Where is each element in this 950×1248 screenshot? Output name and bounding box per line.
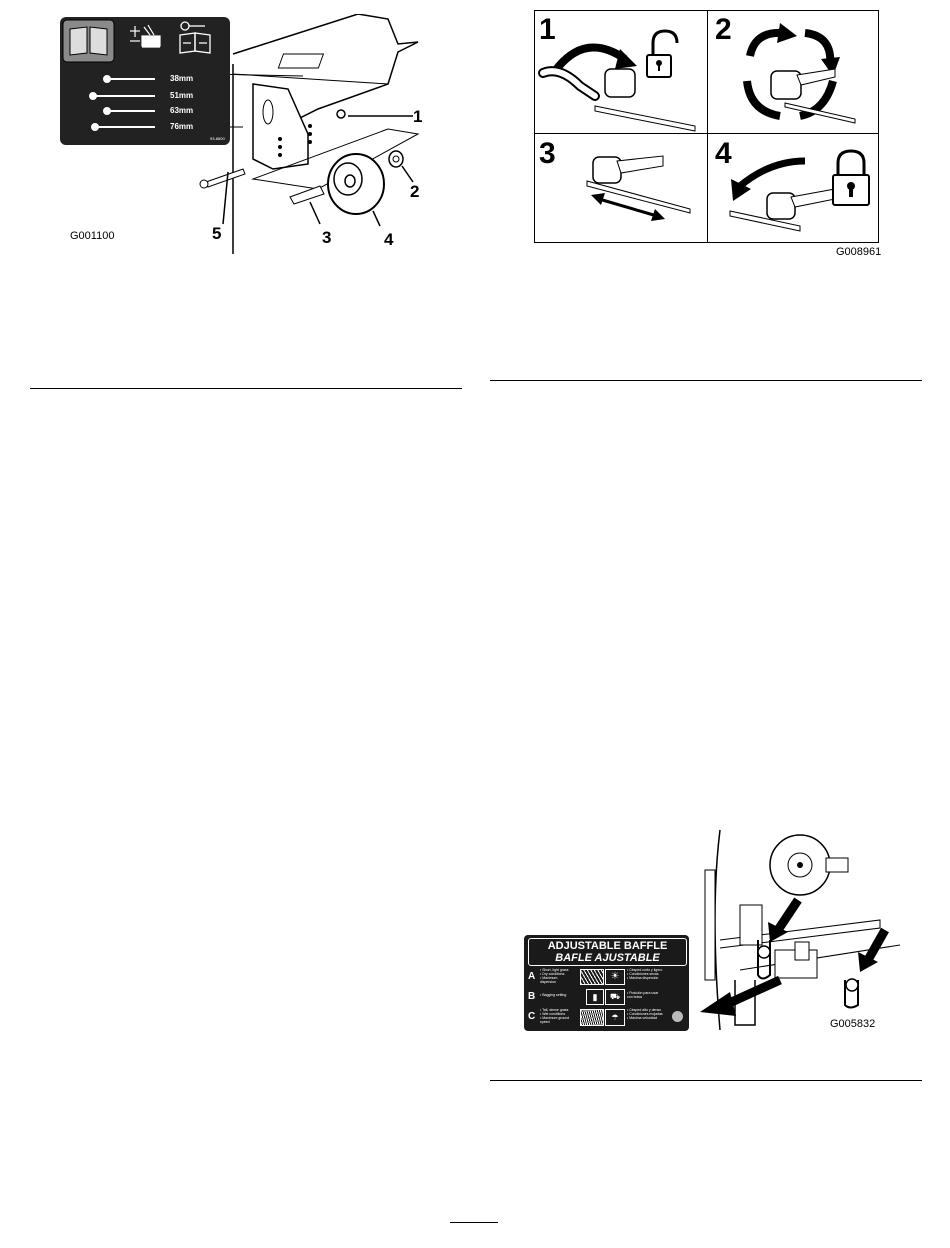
manual-book-icon xyxy=(69,26,108,56)
decal-row-a: A • Short, light grass • Dry conditions … xyxy=(528,968,685,986)
row-c-letter: C xyxy=(528,1011,536,1022)
decal-part-number: 93-8800 xyxy=(210,136,225,141)
row-c-rain-icon: ☂ xyxy=(605,1009,625,1026)
row-c-en-3: • Maximum ground xyxy=(540,1016,570,1020)
figure2-id: G008961 xyxy=(836,246,882,258)
baffle-mechanism xyxy=(680,829,901,1031)
row-c-es-3: • Máxima velocidad xyxy=(627,1016,658,1020)
cutting-height-decal: 38mm 51mm 63mm 76mm 93-8800 xyxy=(60,17,230,145)
lever-steps-drawing xyxy=(538,23,870,232)
page-number-rule xyxy=(450,1222,498,1223)
decal-row-b: B • Bagging setting ▮ ⛟ • Posición para … xyxy=(528,988,685,1006)
lever-rotate-icon xyxy=(538,43,696,132)
unlock-icon xyxy=(646,29,679,78)
decal-subtitle: BAFLE AJUSTABLE xyxy=(555,952,660,964)
row-b-es-1: • Posición para usar xyxy=(627,991,659,995)
row-b-bag-icon: ▮ xyxy=(586,989,604,1005)
row-a-es-1: • Césped corto y ligero xyxy=(627,968,663,972)
figure-caster-wheel xyxy=(58,13,458,259)
callout-2: 2 xyxy=(410,182,420,201)
row-a-grass-icon xyxy=(580,969,604,985)
callout-1: 1 xyxy=(413,107,423,126)
height-76: 76mm xyxy=(170,122,194,131)
decal-seal-icon xyxy=(672,1011,683,1022)
row-c-en-2: • Wet conditions xyxy=(540,1012,566,1016)
row-a-sun-icon: ☀ xyxy=(605,969,625,985)
divider-right-2 xyxy=(490,1080,922,1081)
row-a-en-3: • Maximum xyxy=(540,976,558,980)
lever-lock-rotate-icon xyxy=(729,157,836,232)
callout-5: 5 xyxy=(212,224,222,243)
row-b-mower-icon: ⛟ xyxy=(605,989,625,1005)
row-a-en-1: • Short, light grass xyxy=(540,968,569,972)
row-a-es-2: • Condiciones secas xyxy=(627,972,659,976)
divider-right-1 xyxy=(490,380,922,381)
callout-4: 4 xyxy=(384,230,394,249)
height-63: 63mm xyxy=(170,106,194,115)
row-b-es-2: con bolsa xyxy=(627,995,642,999)
decal-background xyxy=(60,17,230,145)
row-c-en-1: • Tall, dense grass xyxy=(540,1008,569,1012)
height-51: 51mm xyxy=(170,91,194,100)
row-c-es-1: • Césped alto y denso xyxy=(627,1008,662,1012)
figure3-id: G005832 xyxy=(830,1018,876,1030)
divider-left-1 xyxy=(30,388,462,389)
figure1-id: G001100 xyxy=(70,230,115,242)
decal-row-c: C • Tall, dense grass • Wet conditions •… xyxy=(528,1008,685,1028)
spin-icon xyxy=(743,23,856,124)
slide-icon xyxy=(586,155,691,221)
lever-steps-panel: 1 2 3 4 xyxy=(534,10,879,243)
row-b-en-1: • Bagging setting xyxy=(540,993,567,997)
decal-title: ADJUSTABLE BAFFLE xyxy=(547,940,668,952)
height-38: 38mm xyxy=(170,74,194,83)
row-a-letter: A xyxy=(528,971,536,982)
step-2-number: 2 xyxy=(715,13,732,46)
adjustable-baffle-decal: ADJUSTABLE BAFFLE BAFLE AJUSTABLE A • Sh… xyxy=(524,935,689,1031)
row-a-en-2: • Dry conditions xyxy=(540,972,565,976)
row-c-es-2: • Condiciones mojadas xyxy=(627,1012,663,1016)
step-3-number: 3 xyxy=(539,137,556,170)
row-a-en-4: dispersion xyxy=(540,980,556,984)
wrench-manual-icon xyxy=(179,21,211,54)
callout-3: 3 xyxy=(322,228,332,247)
cutting-height-icon xyxy=(130,24,161,48)
step-1-number: 1 xyxy=(539,13,556,46)
decal-title-box: ADJUSTABLE BAFFLE BAFLE AJUSTABLE xyxy=(528,938,687,966)
row-c-en-4: speed xyxy=(540,1020,550,1024)
lock-icon xyxy=(832,149,870,206)
caster-wheel-illustration xyxy=(199,13,420,259)
row-a-es-3: • Máxima dispersión xyxy=(627,976,659,980)
row-b-letter: B xyxy=(528,991,536,1002)
row-c-tall-grass-icon xyxy=(580,1009,604,1026)
baffle-mechanism-drawing xyxy=(700,829,901,1031)
step-4-number: 4 xyxy=(715,137,732,170)
